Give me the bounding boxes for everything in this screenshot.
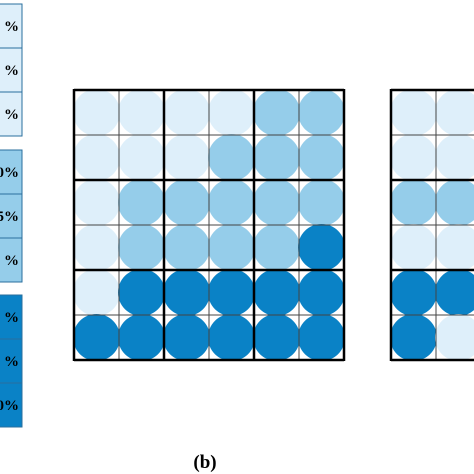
- cell-circle-medium: [390, 179, 437, 226]
- legend: %%% 0% 5%%%% 0%: [0, 3, 23, 428]
- legend-group-dark: %% 0%: [0, 294, 23, 428]
- legend-label: %: [4, 253, 19, 269]
- legend-label: 0%: [0, 398, 19, 414]
- cell-circle-light: [163, 134, 210, 181]
- cell-circle-light: [118, 89, 165, 136]
- grid-main: [72, 88, 346, 362]
- cell-circle-light: [208, 89, 255, 136]
- legend-swatch: [0, 91, 23, 137]
- cell-circle-dark: [163, 269, 210, 316]
- legend-label: 5%: [0, 209, 19, 225]
- cell-circle-medium: [253, 179, 300, 226]
- legend-group-medium: 0% 5%%: [0, 149, 23, 283]
- cell-circle-medium: [298, 89, 345, 136]
- cell-circle-light: [73, 269, 120, 316]
- cell-circle-dark: [118, 314, 165, 361]
- cell-circle-dark: [253, 269, 300, 316]
- cell-circle-dark: [298, 224, 345, 271]
- cell-circle-dark: [118, 269, 165, 316]
- cell-circle-dark: [390, 314, 437, 361]
- cell-circle-light: [163, 89, 210, 136]
- cell-circle-dark: [73, 314, 120, 361]
- cell-circle-light: [73, 224, 120, 271]
- cell-circle-medium: [118, 224, 165, 271]
- grid-partial: [389, 88, 474, 362]
- cell-circle-dark: [298, 314, 345, 361]
- cell-circle-dark: [390, 269, 437, 316]
- caption: (b): [193, 452, 216, 473]
- cell-circle-light: [73, 179, 120, 226]
- cell-circle-medium: [208, 224, 255, 271]
- cell-circle-medium: [253, 89, 300, 136]
- cell-circle-light: [118, 134, 165, 181]
- legend-swatch: [0, 237, 23, 283]
- cell-circle-medium: [435, 179, 474, 226]
- cell-circle-medium: [118, 179, 165, 226]
- legend-label: %: [4, 63, 19, 79]
- cell-circle-medium: [253, 224, 300, 271]
- cell-circle-dark: [208, 269, 255, 316]
- cell-circle-light: [435, 224, 474, 271]
- legend-label: %: [4, 19, 19, 35]
- cell-circle-light: [435, 314, 474, 361]
- cell-circle-dark: [253, 314, 300, 361]
- cell-circle-dark: [435, 269, 474, 316]
- cell-circle-dark: [298, 269, 345, 316]
- cell-circle-light: [435, 89, 474, 136]
- cell-circle-medium: [208, 179, 255, 226]
- legend-label: %: [4, 107, 19, 123]
- cell-circle-dark: [163, 314, 210, 361]
- cell-circle-light: [390, 224, 437, 271]
- cell-circle-light: [390, 89, 437, 136]
- cell-circle-light: [390, 134, 437, 181]
- cell-circle-light: [73, 134, 120, 181]
- cell-circle-dark: [208, 314, 255, 361]
- cell-circle-medium: [208, 134, 255, 181]
- cell-circle-medium: [163, 179, 210, 226]
- cell-circle-light: [435, 134, 474, 181]
- cell-circle-medium: [298, 179, 345, 226]
- cell-circle-light: [73, 89, 120, 136]
- cell-circle-medium: [163, 224, 210, 271]
- legend-group-light: %%%: [0, 3, 23, 137]
- legend-label: %: [4, 310, 19, 326]
- legend-swatch: [0, 382, 23, 428]
- cell-circle-medium: [253, 134, 300, 181]
- legend-label: %: [4, 354, 19, 370]
- cell-circle-medium: [298, 134, 345, 181]
- legend-label: 0%: [0, 165, 19, 181]
